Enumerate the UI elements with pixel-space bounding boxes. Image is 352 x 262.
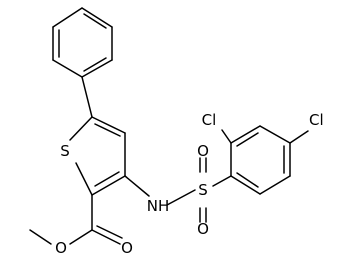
double-bond-inner	[83, 13, 107, 29]
bond	[259, 175, 291, 195]
bond	[52, 7, 83, 28]
atom-label-amine: NH	[147, 197, 170, 215]
atom-label-chlorine-para: Cl	[309, 111, 324, 129]
atom-label-carbonyl-oxygen: O	[121, 239, 133, 257]
bond	[81, 76, 93, 118]
bond	[81, 59, 113, 78]
bond	[91, 116, 126, 134]
bond	[75, 162, 93, 196]
bond	[212, 175, 232, 187]
bond	[69, 116, 93, 141]
bond	[91, 175, 126, 196]
double-bond-inner	[94, 123, 121, 137]
thiophene-ring	[69, 116, 126, 196]
double-bond-inner	[94, 171, 120, 187]
double-bond-inner	[236, 132, 259, 147]
methyl-ester-group	[29, 194, 123, 245]
bond	[221, 129, 232, 144]
bond	[91, 229, 121, 245]
bond	[230, 175, 261, 195]
bond	[81, 7, 113, 28]
atom-label-ring-sulfur: S	[60, 142, 70, 160]
atom-label-sulfonyl-sulfur: S	[198, 181, 208, 199]
atom-label-chlorine-ortho: Cl	[202, 111, 217, 129]
atom-label-sulfonyl-oxygen-bottom: O	[197, 220, 209, 238]
double-bond-inner	[83, 57, 107, 72]
double-bond-inner	[236, 172, 259, 188]
bond	[289, 130, 309, 144]
bond	[29, 229, 52, 245]
atom-label-ether-oxygen: O	[55, 239, 67, 257]
dichlorophenyl-ring	[221, 125, 309, 195]
bond	[52, 59, 83, 78]
bond	[124, 175, 150, 197]
double-bond-second	[96, 225, 123, 239]
bond	[230, 125, 261, 144]
phenyl-ring	[52, 7, 113, 78]
atom-label-sulfonyl-oxygen-top: O	[197, 142, 209, 160]
bond	[69, 229, 93, 245]
bond	[259, 125, 291, 144]
sulfonamide-group	[124, 157, 232, 223]
bond	[166, 189, 196, 206]
